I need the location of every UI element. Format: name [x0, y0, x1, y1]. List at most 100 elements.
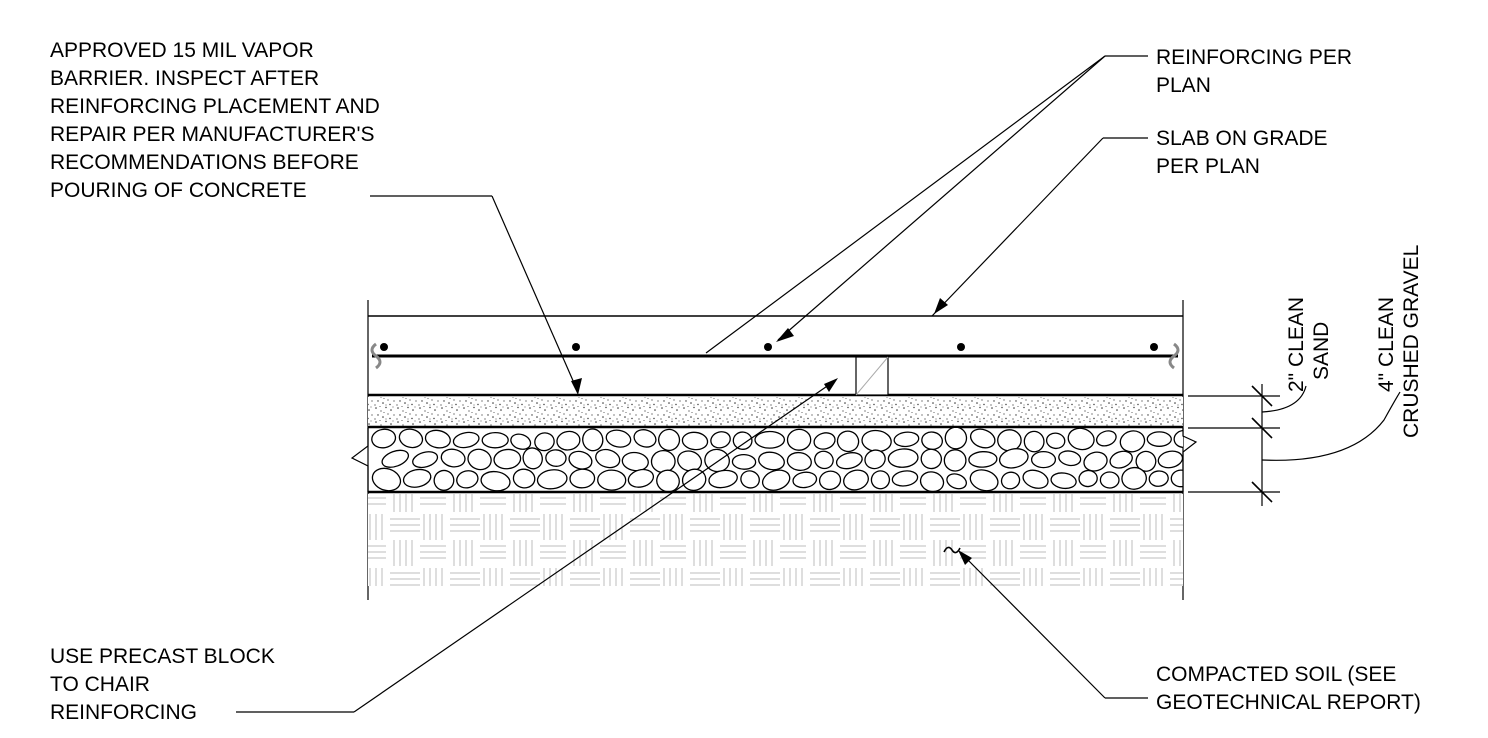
gravel-stone [843, 469, 869, 491]
note-vapor-barrier: APPROVED 15 MIL VAPOR BARRIER. INSPECT A… [50, 39, 380, 202]
gravel-stone [621, 451, 649, 472]
gravel-stone [582, 428, 604, 452]
gravel-stone [650, 449, 676, 474]
gravel-stone [968, 451, 998, 468]
gravel-stone [1067, 428, 1095, 451]
compacted-soil [368, 494, 1183, 586]
rebar-dot [1150, 343, 1158, 351]
gravel-stone [1135, 450, 1157, 472]
dim-label-gravel: 4" CLEAN CRUSHED GRAVEL [1375, 245, 1423, 438]
gravel-stone [887, 448, 919, 468]
gravel-stone [920, 448, 943, 470]
gravel-stone [998, 448, 1029, 469]
gravel-stone [1119, 430, 1146, 453]
note-line: BARRIER. INSPECT AFTER [50, 67, 319, 90]
leader-lines [236, 55, 1148, 713]
rebar-dot [380, 343, 388, 351]
gravel-stone [1000, 471, 1021, 490]
note-line: APPROVED 15 MIL VAPOR [50, 39, 314, 62]
rebar-dot [957, 343, 965, 351]
gravel-stone [786, 428, 812, 451]
gravel-stone [1050, 472, 1077, 490]
gravel-stone [556, 430, 581, 451]
note-precast-block: USE PRECAST BLOCK TO CHAIR REINFORCING [50, 645, 275, 724]
rebar-dot [572, 343, 580, 351]
note-line: TO CHAIR [50, 673, 150, 696]
gravel-stone [402, 468, 432, 488]
rebar-dot [764, 343, 772, 351]
gravel-stone [512, 468, 536, 489]
gravel-stone [754, 430, 786, 449]
concrete-slab [367, 300, 1184, 600]
note-slab: SLAB ON GRADE PER PLAN [1156, 127, 1328, 178]
gravel-stone [761, 469, 791, 491]
gravel-stone [398, 428, 424, 449]
note-line: 2" CLEAN [1285, 297, 1308, 392]
gravel-stone [943, 449, 967, 472]
gravel-stone [433, 469, 455, 491]
dimension-lines [1188, 384, 1401, 506]
gravel-stone [1157, 450, 1183, 469]
gravel-stone [946, 473, 967, 490]
gravel-stone [786, 451, 812, 472]
gravel-stone [569, 468, 596, 489]
gravel-stone [1045, 432, 1066, 450]
note-line: REINFORCING [50, 701, 197, 724]
gravel-stone [480, 470, 511, 492]
gravel-stone [1099, 471, 1120, 489]
sand-layer [368, 397, 1183, 429]
gravel-stone [710, 431, 731, 449]
gravel-stone [864, 449, 886, 470]
gravel-stone [893, 431, 920, 448]
gravel-stone [568, 450, 593, 470]
gravel-stone [944, 428, 968, 450]
gravel-stone [424, 429, 451, 449]
gravel-layer [350, 428, 1213, 494]
gravel-stone [708, 469, 738, 489]
gravel-stone [440, 448, 466, 468]
gravel-stone [536, 469, 568, 490]
gravel-stone [595, 448, 621, 469]
gravel-stone [677, 450, 703, 472]
gravel-stone [919, 471, 945, 492]
gravel-stone [371, 428, 397, 449]
gravel-stone [814, 450, 834, 470]
gravel-stone [740, 470, 760, 489]
gravel-stone [627, 468, 655, 488]
gravel-stone [452, 431, 480, 449]
gravel-stone [835, 452, 863, 470]
gravel-stone [969, 428, 996, 449]
gravel-stone [1083, 451, 1108, 472]
note-line: SAND [1310, 322, 1333, 380]
gravel-stone [467, 448, 492, 471]
gravel-stone [381, 449, 410, 468]
note-reinforcing: REINFORCING PER PLAN [1156, 46, 1352, 97]
note-line: REINFORCING PLACEMENT AND [50, 95, 380, 118]
note-line: PER PLAN [1156, 155, 1260, 178]
gravel-stone [758, 451, 785, 471]
gravel-stone [861, 429, 892, 453]
gravel-stone [681, 431, 709, 451]
note-line: REPAIR PER MANUFACTURER'S [50, 123, 375, 146]
gravel-stone [493, 448, 522, 470]
gravel-stone [792, 471, 818, 489]
gravel-stone [681, 468, 707, 492]
note-line: PLAN [1156, 74, 1211, 97]
gravel-stone [1185, 449, 1213, 469]
note-line: COMPACTED SOIL (SEE [1156, 663, 1396, 686]
gravel-stone [658, 428, 681, 452]
note-line: RECOMMENDATIONS BEFORE [50, 151, 359, 174]
gravel-stone [1095, 430, 1117, 447]
gravel-stone [731, 453, 757, 470]
note-line: POURING OF CONCRETE [50, 179, 307, 202]
gravel-stone [891, 470, 919, 487]
gravel-stone [633, 429, 657, 448]
note-line: REINFORCING PER [1156, 46, 1352, 69]
gravel-stone [1173, 429, 1183, 448]
gravel-stone [1146, 431, 1172, 447]
gravel-stone [1058, 450, 1082, 467]
gravel-stone [1022, 469, 1049, 489]
note-line: GEOTECHNICAL REPORT) [1156, 691, 1421, 714]
reinforcing-bar [370, 342, 1180, 370]
gravel-stone [510, 433, 532, 450]
